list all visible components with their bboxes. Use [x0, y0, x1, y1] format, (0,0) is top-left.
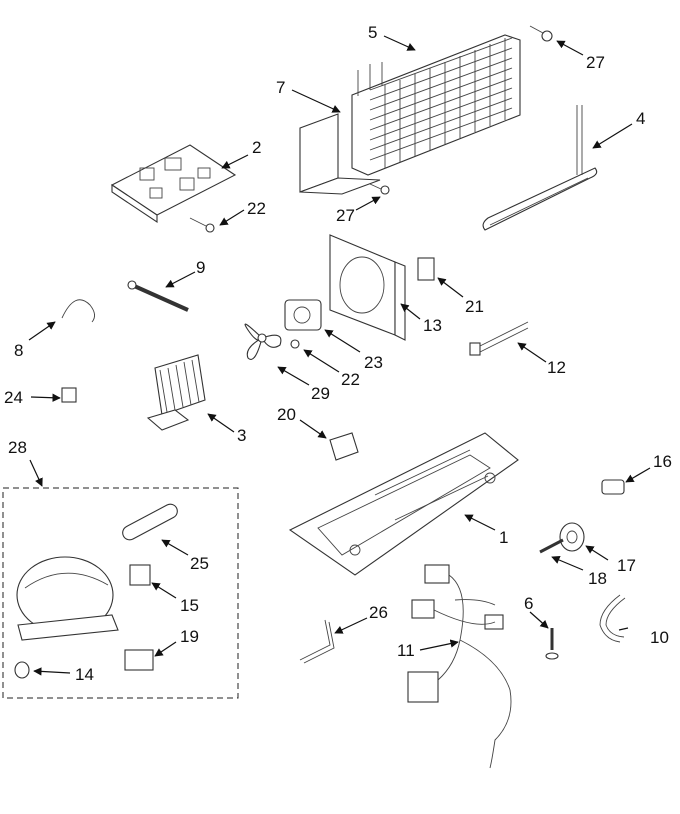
grommet-part[interactable]: [14, 661, 30, 679]
evaporator-cover-part[interactable]: [299, 113, 381, 195]
callout-25: 24: [4, 388, 23, 407]
screw-part-6[interactable]: [545, 628, 559, 660]
callout-15: 15: [180, 596, 199, 615]
clip-part-25[interactable]: [61, 387, 77, 403]
evaporator-coil-part[interactable]: [351, 34, 521, 176]
callout-13: 13: [423, 316, 442, 335]
callout-1: 1: [499, 528, 508, 547]
compressor-part[interactable]: [16, 556, 119, 641]
overload-part[interactable]: [124, 649, 154, 671]
compressor-kit-group: [2, 487, 239, 699]
callout-28: 28: [8, 438, 27, 457]
callout-21: 21: [465, 297, 484, 316]
bent-tube-part[interactable]: [299, 619, 335, 664]
callout-27-mid: 27: [336, 206, 355, 225]
callout-16: 16: [653, 452, 672, 471]
callout-27-top: 27: [586, 53, 605, 72]
screw-part-27-upper[interactable]: [529, 25, 553, 42]
defrost-heater-part[interactable]: [482, 105, 598, 231]
callout-6: 6: [524, 594, 533, 613]
callout-9: 9: [196, 258, 205, 277]
callout-26: 26: [369, 603, 388, 622]
callout-23: 23: [364, 353, 383, 372]
tie-strip-part[interactable]: [469, 321, 529, 356]
screw-part-22-upper[interactable]: [189, 217, 215, 233]
rod-part[interactable]: [127, 280, 189, 312]
drier-part[interactable]: [120, 502, 180, 543]
fan-shroud-part[interactable]: [329, 234, 406, 341]
condenser-part[interactable]: [146, 354, 206, 431]
callout-10: 10: [650, 628, 669, 647]
roller-part[interactable]: [559, 522, 585, 552]
axle-part[interactable]: [539, 538, 564, 554]
callout-24: 25: [190, 554, 209, 573]
wire-clip-part[interactable]: [61, 299, 95, 323]
callout-22-bottom: 22: [341, 370, 360, 389]
screw-part-27-lower[interactable]: [369, 183, 390, 195]
fan-blade-part[interactable]: [244, 323, 282, 360]
relay-part[interactable]: [129, 564, 151, 586]
callout-18: 18: [588, 569, 607, 588]
leader-lines: [28, 35, 651, 676]
plate-part-21[interactable]: [417, 257, 435, 281]
callout-4: 4: [636, 109, 645, 128]
callout-17: 17: [617, 556, 636, 575]
callout-29: 29: [311, 384, 330, 403]
callout-19: 19: [180, 627, 199, 646]
callout-5: 5: [368, 23, 377, 42]
fan-motor-part[interactable]: [284, 299, 322, 331]
control-board-part[interactable]: [110, 144, 237, 224]
plate-part-20[interactable]: [329, 432, 359, 461]
wiring-harness-part[interactable]: [407, 564, 512, 769]
callout-20: 20: [277, 405, 296, 424]
callout-14: 14: [75, 665, 94, 684]
callout-8: 8: [14, 341, 23, 360]
callout-11: 11: [397, 641, 415, 660]
base-pan-part[interactable]: [288, 432, 519, 576]
tube-part[interactable]: [599, 594, 626, 643]
callout-2: 2: [252, 138, 261, 157]
callout-12: 12: [547, 358, 566, 377]
screw-part-22-lower[interactable]: [290, 339, 300, 349]
callout-labels: 5 27 7 4 2 22 27 9 8 21 13 12 23 22 24 2…: [4, 23, 672, 684]
callout-22-top: 22: [247, 199, 266, 218]
callout-3: 3: [237, 426, 246, 445]
callout-7: 7: [276, 78, 285, 97]
part-16[interactable]: [601, 479, 625, 495]
